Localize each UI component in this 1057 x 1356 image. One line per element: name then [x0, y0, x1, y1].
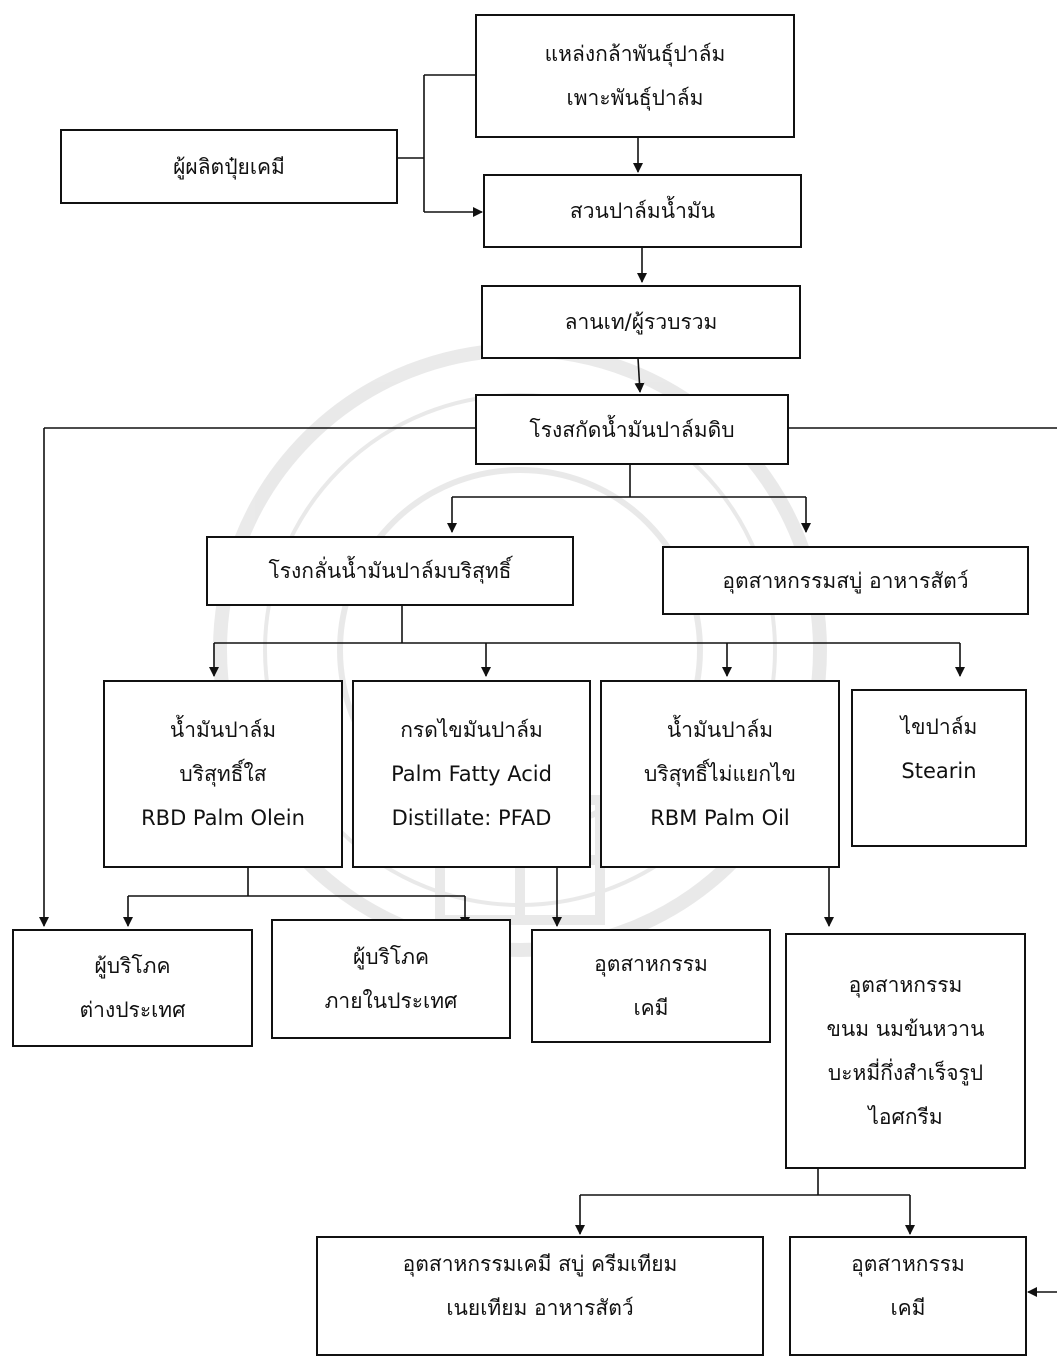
box-stearin: ไขปาล์ม Stearin	[851, 689, 1027, 847]
chemical-mid-line-2: เคมี	[633, 996, 669, 1020]
box-chemical-industry-bottom: อุตสาหกรรม เคมี	[789, 1236, 1027, 1356]
collection-yard-label: ลานเท/ผู้รวบรวม	[564, 310, 718, 334]
fertilizer-producer-label: ผู้ผลิตปุ๋ยเคมี	[173, 154, 285, 179]
box-soap-feed-industry: อุตสาหกรรมสบู่ อาหารสัตว์	[662, 546, 1029, 615]
pfad-line-3: Distillate: PFAD	[391, 806, 552, 830]
refinery-label: โรงกลั่นน้ำมันปาล์มบริสุทธิ์	[268, 559, 512, 583]
food-industry-line-4: ไอศกรีม	[868, 1105, 943, 1129]
rbd-palm-oil-line-3: RBM Palm Oil	[650, 806, 790, 830]
rbd-olein-line-2: บริสุทธิ์ใส	[179, 762, 267, 786]
foreign-consumers-line-2: ต่างประเทศ	[79, 998, 186, 1022]
box-rbd-palm-olein: น้ำมันปาล์ม บริสุทธิ์ใส RBD Palm Olein	[103, 680, 343, 868]
box-chemical-soap-industry: อุตสาหกรรมเคมี สบู่ ครีมเทียม เนยเทียม อ…	[316, 1236, 764, 1356]
rbd-olein-line-3: RBD Palm Olein	[141, 806, 305, 830]
box-pfad: กรดไขมันปาล์ม Palm Fatty Acid Distillate…	[352, 680, 591, 868]
plantation-label: สวนปาล์มน้ำมัน	[569, 199, 716, 223]
chemical-soap-line-1: อุตสาหกรรมเคมี สบู่ ครีมเทียม	[402, 1252, 678, 1276]
stearin-line-2: Stearin	[901, 759, 977, 783]
rbd-olein-line-1: น้ำมันปาล์ม	[169, 718, 277, 742]
pfad-line-2: Palm Fatty Acid	[391, 762, 552, 786]
box-crude-palm-oil-mill: โรงสกัดน้ำมันปาล์มดิบ	[475, 394, 789, 465]
food-industry-line-3: บะหมี่กึ่งสำเร็จรูป	[827, 1061, 984, 1085]
chemical-bottom-line-2: เคมี	[890, 1296, 926, 1320]
rbd-palm-oil-line-2: บริสุทธิ์ไม่แยกไข	[644, 762, 796, 786]
box-oil-palm-plantation: สวนปาล์มน้ำมัน	[483, 174, 802, 248]
rbd-palm-oil-line-1: น้ำมันปาล์ม	[666, 718, 774, 742]
pfad-line-1: กรดไขมันปาล์ม	[400, 718, 543, 742]
box-domestic-consumers: ผู้บริโภค ภายในประเทศ	[271, 919, 511, 1039]
box-collection-yard: ลานเท/ผู้รวบรวม	[481, 285, 801, 359]
food-industry-line-1: อุตสาหกรรม	[848, 973, 963, 997]
box-seed-source: แหล่งกล้าพันธุ์ปาล์ม เพาะพันธุ์ปาล์ม	[475, 14, 795, 138]
seed-source-line-1: แหล่งกล้าพันธุ์ปาล์ม	[544, 42, 726, 66]
arrow-yard-to-mill	[634, 357, 645, 393]
box-rbd-palm-oil: น้ำมันปาล์ม บริสุทธิ์ไม่แยกไข RBM Palm O…	[600, 680, 840, 868]
domestic-consumers-line-1: ผู้บริโภค	[352, 945, 430, 969]
foreign-consumers-line-1: ผู้บริโภค	[94, 954, 171, 978]
chemical-mid-line-1: อุตสาหกรรม	[594, 952, 708, 976]
box-food-industry: อุตสาหกรรม ขนม นมข้นหวาน บะหมี่กึ่งสำเร็…	[785, 933, 1026, 1169]
stearin-line-1: ไขปาล์ม	[900, 715, 978, 739]
chemical-soap-line-2: เนยเทียม อาหารสัตว์	[446, 1296, 634, 1320]
food-industry-line-2: ขนม นมข้นหวาน	[826, 1017, 985, 1041]
box-refinery: โรงกลั่นน้ำมันปาล์มบริสุทธิ์	[206, 536, 574, 606]
box-foreign-consumers: ผู้บริโภค ต่างประเทศ	[12, 929, 253, 1047]
seed-source-line-2: เพาะพันธุ์ปาล์ม	[566, 86, 704, 110]
chemical-bottom-line-1: อุตสาหกรรม	[851, 1252, 965, 1276]
box-fertilizer-producer: ผู้ผลิตปุ๋ยเคมี	[60, 129, 398, 204]
mill-label: โรงสกัดน้ำมันปาล์มดิบ	[529, 417, 735, 442]
soap-feed-label: อุตสาหกรรมสบู่ อาหารสัตว์	[722, 568, 969, 593]
domestic-consumers-line-2: ภายในประเทศ	[324, 989, 458, 1013]
box-chemical-industry-mid: อุตสาหกรรม เคมี	[531, 929, 771, 1043]
